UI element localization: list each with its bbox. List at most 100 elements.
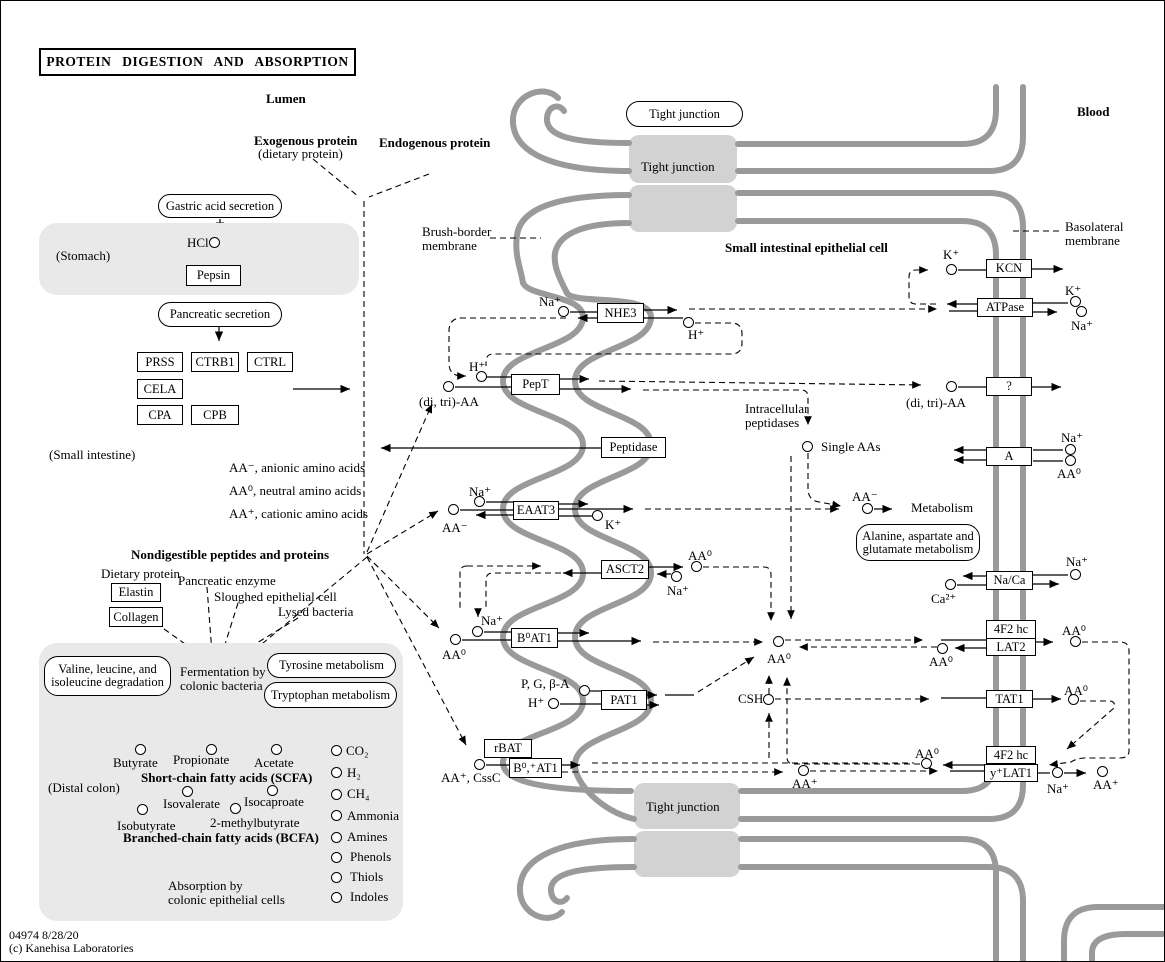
- nhe3-node[interactable]: NHE3: [597, 303, 644, 323]
- co2-circle: [331, 745, 342, 756]
- ylat1-na-label: Na⁺: [1047, 781, 1070, 796]
- nhe3-na-label: Na⁺: [539, 294, 562, 309]
- lat2-aa0-right-label: AA⁰: [1062, 623, 1086, 638]
- 4f2hc-ylat1-node[interactable]: 4F2 hc: [986, 746, 1036, 764]
- naca-na-label: Na⁺: [1066, 554, 1089, 569]
- isovalerate-label: Isovalerate: [163, 796, 221, 811]
- b0at1-aa0-circle: [450, 634, 461, 645]
- pept-h-label: H⁺: [469, 359, 486, 374]
- tat1-aa0-circle: [1068, 694, 1079, 705]
- ctrl-node[interactable]: CTRL: [247, 352, 293, 372]
- system-a-node[interactable]: A: [986, 447, 1032, 466]
- atpase-k-label: K⁺: [1065, 283, 1082, 298]
- ammonia-label: Ammonia: [347, 808, 399, 823]
- nhe3-h-circle: [683, 317, 694, 328]
- lat2-aa0-right-circle: [1070, 636, 1081, 647]
- valine-degradation-node[interactable]: Valine, leucine, and isoleucine degradat…: [44, 656, 171, 696]
- ylat1-node[interactable]: y⁺LAT1: [984, 764, 1038, 782]
- legend-anionic: AA⁻, anionic amino acids: [229, 460, 366, 475]
- pancreatic-secretion-node[interactable]: Pancreatic secretion: [158, 302, 282, 327]
- lysed-bacteria-label: Lysed bacteria: [278, 604, 354, 619]
- system-a-aa0-circle: [1065, 455, 1076, 466]
- atpase-na-circle: [1076, 306, 1087, 317]
- isovalerate-circle: [182, 786, 193, 797]
- epithelial-cell-label: Small intestinal epithelial cell: [725, 240, 888, 255]
- amines-circle: [331, 832, 342, 843]
- ammonia-circle: [331, 810, 342, 821]
- gastric-acid-secretion-node[interactable]: Gastric acid secretion: [158, 194, 282, 218]
- atpase-k-circle: [1070, 296, 1081, 307]
- elastin-node[interactable]: Elastin: [111, 583, 161, 602]
- nhe3-h-label: H⁺: [688, 327, 705, 342]
- endogenous-protein-label: Endogenous protein: [379, 135, 491, 150]
- eaat3-node[interactable]: EAAT3: [513, 501, 559, 520]
- hub-aa0-label: AA⁰: [767, 651, 791, 666]
- asct2-na-circle: [671, 571, 682, 582]
- ylat1-aa0-label: AA⁰: [915, 746, 939, 761]
- atpase-node[interactable]: ATPase: [977, 298, 1033, 317]
- prss-node[interactable]: PRSS: [137, 352, 183, 372]
- fermentation-label: Fermentation by colonic bacteria: [180, 664, 266, 694]
- amines-label: Amines: [347, 829, 388, 844]
- pept-node[interactable]: PepT: [511, 374, 560, 395]
- isobutyrate-circle: [137, 804, 148, 815]
- system-a-na-circle: [1065, 444, 1076, 455]
- lat2-aa0-left-label: AA⁰: [929, 654, 953, 669]
- bottom-aaplus-circle: [798, 765, 809, 776]
- single-aas-label: Single AAs: [821, 439, 881, 454]
- naca-node[interactable]: Na/Ca: [986, 571, 1033, 590]
- pepsin-node[interactable]: Pepsin: [186, 265, 241, 286]
- nondigestible-header: Nondigestible peptides and proteins: [131, 547, 330, 562]
- butyrate-circle: [135, 744, 146, 755]
- dietary-protein-sub-label: (dietary protein): [258, 146, 343, 161]
- scfa-header: Short-chain fatty acids (SCFA): [141, 770, 313, 785]
- system-a-na-label: Na⁺: [1061, 430, 1084, 445]
- cpa-node[interactable]: CPA: [137, 405, 183, 425]
- intracellular-peptidases-label: Intracellular peptidases: [745, 401, 809, 431]
- sloughed-cell-label: Sloughed epithelial cell: [214, 589, 337, 604]
- phenols-label: Phenols: [350, 849, 392, 864]
- cpb-node[interactable]: CPB: [191, 405, 239, 425]
- rbat-node[interactable]: rBAT: [484, 739, 532, 758]
- butyrate-label: Butyrate: [113, 755, 158, 770]
- tyrosine-metabolism-node[interactable]: Tyrosine metabolism: [267, 653, 396, 678]
- naca-na-circle: [1070, 569, 1081, 580]
- isobutyrate-label: Isobutyrate: [117, 818, 176, 833]
- copyright: (c) Kanehisa Laboratories: [9, 941, 134, 955]
- metabolism-aaminus-circle: [862, 503, 873, 514]
- b0at1-node[interactable]: B⁰AT1: [511, 628, 558, 648]
- acetate-circle: [271, 744, 282, 755]
- kcn-k-label: K⁺: [943, 247, 960, 262]
- legend-cationic: AA⁺, cationic amino acids: [229, 506, 368, 521]
- lat2-node[interactable]: LAT2: [986, 638, 1036, 656]
- map-title: PROTEIN DIGESTION AND ABSORPTION: [39, 48, 356, 76]
- tight-junction-bottom-label: Tight junction: [646, 799, 720, 814]
- tryptophan-metabolism-node[interactable]: Tryptophan metabolism: [264, 682, 397, 708]
- ctrb1-node[interactable]: CTRB1: [191, 352, 239, 372]
- kcn-node[interactable]: KCN: [986, 259, 1032, 278]
- asct2-node[interactable]: ASCT2: [601, 560, 649, 579]
- eaat3-k-circle: [592, 510, 603, 521]
- alanine-metabolism-node[interactable]: Alanine, aspartate and glutamate metabol…: [856, 524, 980, 561]
- lat2-aa0-left-circle: [937, 643, 948, 654]
- propionate-label: Propionate: [173, 752, 230, 767]
- tat1-node[interactable]: TAT1: [986, 690, 1033, 708]
- pat1-node[interactable]: PAT1: [601, 690, 647, 710]
- b0plusat1-node[interactable]: B⁰,⁺AT1: [509, 758, 562, 778]
- cela-node[interactable]: CELA: [137, 379, 183, 399]
- phenols-circle: [331, 852, 342, 863]
- collagen-node[interactable]: Collagen: [109, 607, 163, 627]
- 4f2hc-lat2-node[interactable]: 4F2 hc: [986, 620, 1036, 639]
- pancreatic-enzyme-label: Pancreatic enzyme: [178, 573, 276, 588]
- b0plusat1-aacssc-label: AA⁺, CssC: [441, 770, 501, 785]
- b0plusat1-aacssc-circle: [474, 759, 485, 770]
- peptidase-node[interactable]: Peptidase: [601, 437, 666, 458]
- atpase-na-label: Na⁺: [1071, 318, 1094, 333]
- csh-label: CSH: [738, 691, 764, 706]
- methylbutyrate-label: 2-methylbutyrate: [210, 815, 300, 830]
- tight-junction-callout[interactable]: Tight junction: [626, 101, 743, 127]
- unknown-transporter-node[interactable]: ?: [986, 377, 1032, 396]
- naca-ca-circle: [945, 579, 956, 590]
- blood-label: Blood: [1077, 104, 1110, 119]
- csh-circle: [763, 694, 774, 705]
